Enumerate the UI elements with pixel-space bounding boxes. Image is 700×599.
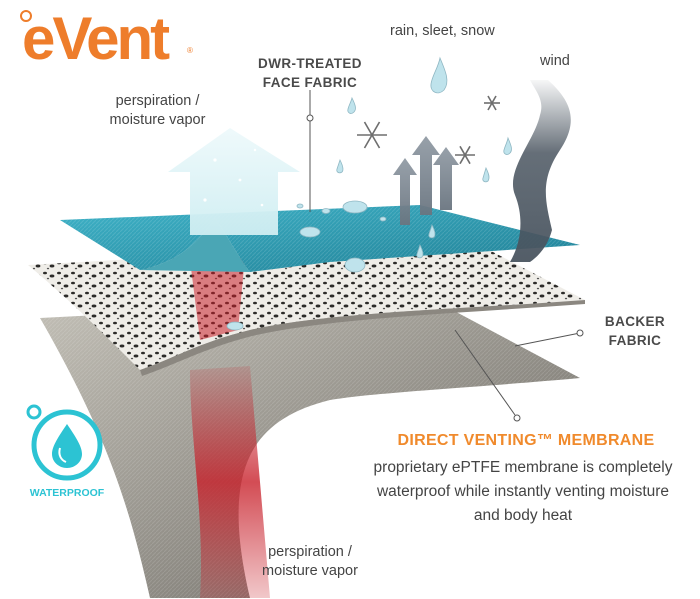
- vapor-arrow-icon: [168, 128, 300, 235]
- membrane-title: DIRECT VENTING™ MEMBRANE: [397, 432, 655, 449]
- label-backer-fabric: BACKER FABRIC: [600, 312, 670, 350]
- snowflake-icon: [357, 95, 500, 165]
- registered-mark: ®: [187, 46, 193, 55]
- label-perspiration-top-line1: perspiration /: [115, 93, 200, 109]
- label-perspiration-bottom-line2: moisture vapor: [262, 563, 358, 579]
- label-backer-fabric-line1: BACKER: [604, 314, 666, 329]
- waterproof-badge-label: WATERPROOF: [29, 487, 105, 499]
- membrane-description-line3: and body heat: [473, 507, 573, 524]
- membrane-description: proprietary ePTFE membrane is completely…: [350, 456, 696, 528]
- wind-arrow-icon: [393, 136, 459, 225]
- wind-stream: [510, 80, 571, 262]
- label-perspiration-bottom-line1: perspiration /: [268, 544, 352, 560]
- water-drop-badge-icon: [26, 404, 103, 481]
- membrane-layer: [28, 240, 585, 376]
- label-backer-fabric-line2: FABRIC: [608, 333, 662, 348]
- membrane-description-line2: waterproof while instantly venting moist…: [376, 483, 670, 500]
- backer-fabric-layer: [40, 298, 580, 598]
- event-logo: eVent: [22, 5, 170, 72]
- label-face-fabric: DWR-TREATED FACE FABRIC: [250, 54, 370, 92]
- label-rain: rain, sleet, snow: [390, 23, 495, 39]
- membrane-description-line1: proprietary ePTFE membrane is completely: [373, 459, 673, 476]
- raindrop-icon: [226, 56, 512, 331]
- leader-lines: [306, 90, 584, 422]
- label-perspiration-bottom: perspiration / moisture vapor: [245, 543, 375, 581]
- label-face-fabric-line1: DWR-TREATED: [258, 56, 362, 71]
- label-face-fabric-line2: FACE FABRIC: [262, 75, 358, 90]
- label-wind: wind: [540, 53, 570, 69]
- label-perspiration-top: perspiration / moisture vapor: [100, 92, 215, 130]
- vapor-stream-bottom: [190, 366, 270, 598]
- vapor-stream-middle: [190, 257, 245, 340]
- logo-ring-icon: [20, 10, 32, 22]
- label-perspiration-top-line2: moisture vapor: [109, 112, 206, 128]
